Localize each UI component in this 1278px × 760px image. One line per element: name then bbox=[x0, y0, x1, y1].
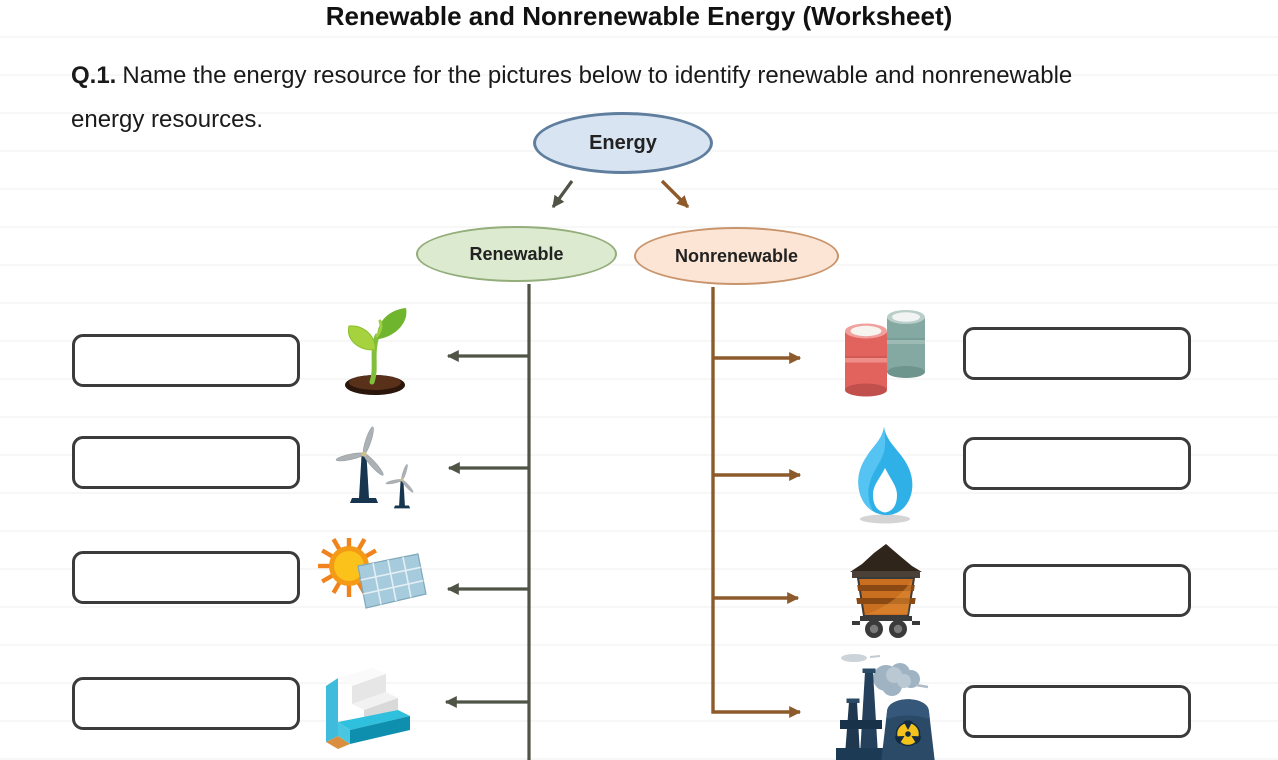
hydroelectric-dam-icon bbox=[326, 668, 410, 749]
seedling-icon bbox=[345, 308, 407, 395]
nonrenewable-node-label: Nonrenewable bbox=[674, 245, 799, 266]
answer-box-coal-cart[interactable] bbox=[963, 564, 1191, 617]
answer-box-wind-turbines[interactable] bbox=[72, 436, 300, 489]
answer-box-solar[interactable] bbox=[72, 551, 300, 604]
question-text: Name the energy resource for the picture… bbox=[71, 62, 1073, 133]
coal-cart-icon bbox=[850, 544, 922, 638]
nonrenewable-node: Nonrenewable bbox=[634, 227, 839, 285]
answer-box-oil-barrels[interactable] bbox=[963, 327, 1191, 380]
wind-turbines-icon bbox=[335, 425, 415, 509]
renewable-node: Renewable bbox=[416, 226, 617, 282]
answer-box-seedling[interactable] bbox=[72, 334, 300, 387]
sun-and-solar-panel-icon bbox=[318, 538, 427, 609]
oil-barrels-icon bbox=[845, 310, 925, 397]
energy-node: Energy bbox=[533, 112, 713, 174]
question: Q.1.Name the energy resource for the pic… bbox=[71, 54, 1106, 142]
question-number: Q.1. bbox=[71, 62, 117, 89]
answer-box-hydroelectric-dam[interactable] bbox=[72, 677, 300, 730]
gas-flame-icon bbox=[858, 427, 913, 524]
page-title: Renewable and Nonrenewable Energy (Works… bbox=[325, 1, 953, 31]
energy-node-label: Energy bbox=[589, 131, 657, 154]
nuclear-plant-icon bbox=[836, 654, 935, 760]
answer-box-gas-flame[interactable] bbox=[963, 437, 1191, 490]
answer-box-nuclear-plant[interactable] bbox=[963, 685, 1191, 738]
renewable-node-label: Renewable bbox=[469, 243, 564, 264]
